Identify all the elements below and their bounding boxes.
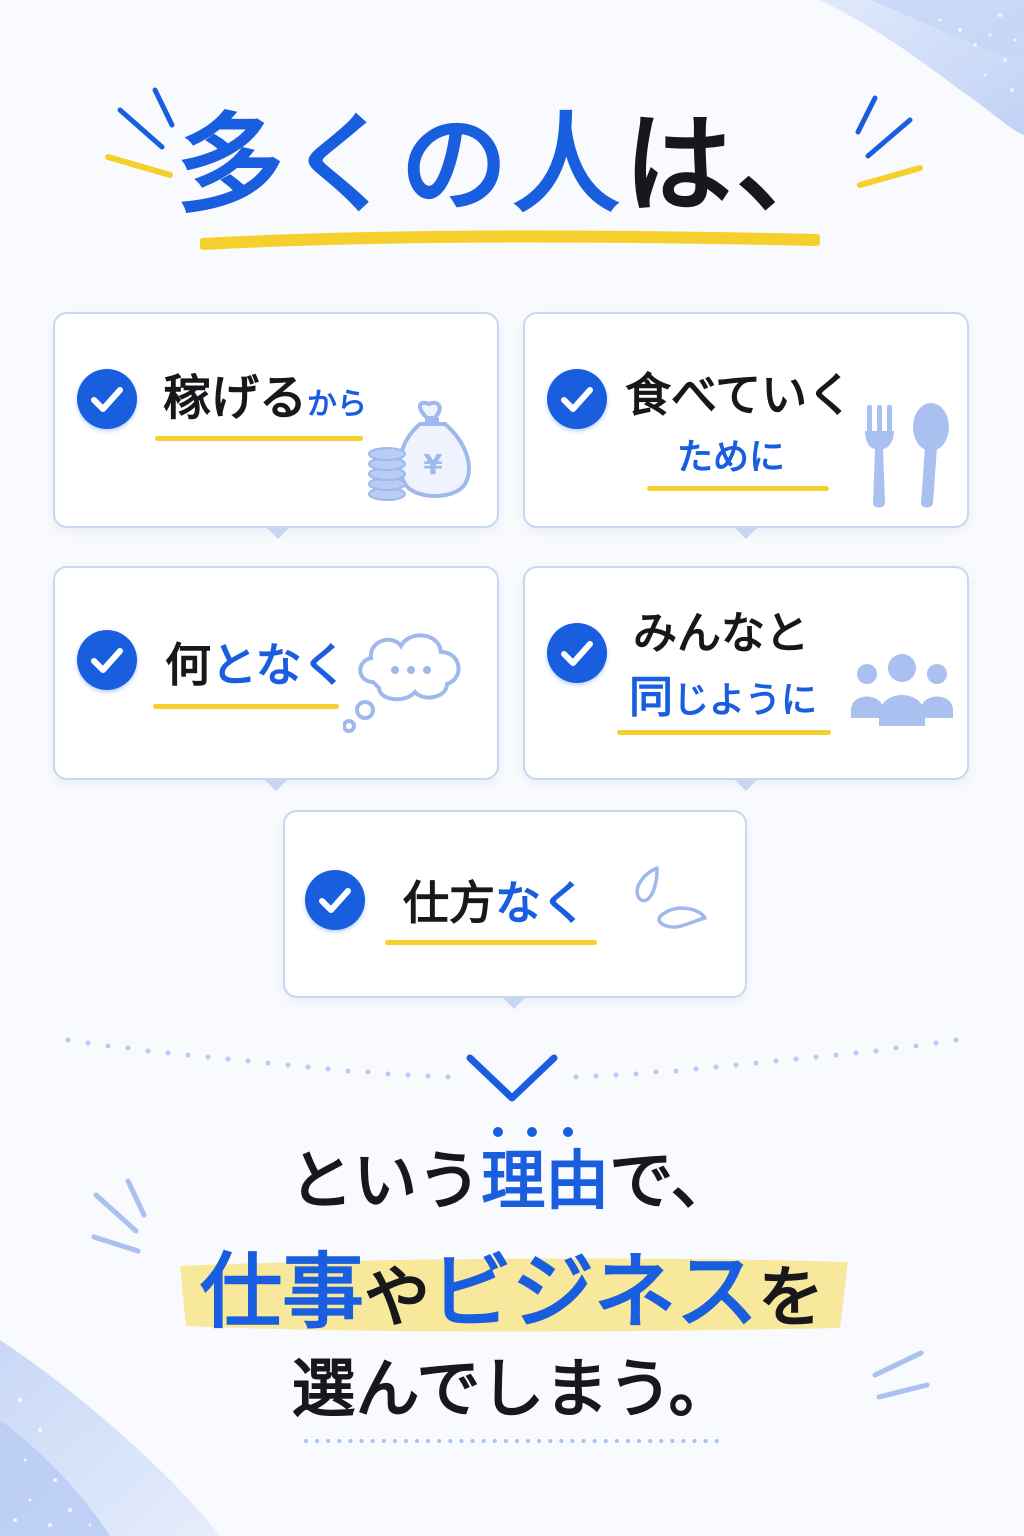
reason-text: 食べていく: [625, 368, 854, 422]
reason-underline: [153, 704, 339, 709]
check-icon: [547, 623, 607, 683]
money-bag-icon: ¥: [368, 400, 471, 501]
conclusion-line-3: 選んでしまう。: [291, 1352, 733, 1427]
reason-card-unavoidable: 仕方なく: [283, 810, 747, 1009]
check-icon: [547, 369, 607, 429]
reason-text: みんなと: [633, 608, 809, 659]
accent-strokes-right: [872, 1350, 930, 1400]
accent-strokes-left: [91, 1178, 147, 1254]
reason-underline: [155, 436, 363, 441]
chevron-down-icon: [466, 1054, 558, 1102]
headline-underline: [200, 230, 820, 250]
reason-underline: [647, 486, 829, 491]
check-icon: [77, 630, 137, 690]
headline-accent-left: [105, 87, 175, 178]
conclusion-highlight: [180, 1258, 848, 1332]
conclusion-dotted-underline: [304, 1439, 720, 1443]
headline-dark-text: は、: [624, 102, 849, 228]
check-icon: [305, 870, 365, 930]
section-divider: [65, 1037, 959, 1080]
reason-subtext: 同じように: [629, 672, 818, 723]
check-icon: [77, 369, 137, 429]
reason-underline: [385, 940, 597, 945]
conclusion-line-2: 仕事やビジネスを: [199, 1244, 825, 1340]
reason-text: 仕方なく: [403, 876, 587, 930]
fork-spoon-icon: [865, 403, 949, 508]
svg-text:¥: ¥: [423, 448, 443, 481]
reason-text: 何となく: [165, 638, 348, 692]
conclusion-line-1: という理由で、: [289, 1144, 735, 1219]
reason-card-same: みんなと 同じように: [523, 566, 969, 791]
reason-card-somehow: 何となく: [53, 566, 499, 791]
reason-card-earn: 稼げるから ¥: [53, 312, 499, 539]
reason-text: 稼げるから: [163, 370, 368, 426]
reason-subtext: ために: [677, 436, 786, 478]
reason-card-living: 食べていく ために: [523, 312, 969, 539]
headline: 多くの人は、: [0, 95, 1024, 235]
thought-bubble-icon: [343, 633, 461, 733]
drop-icon: [635, 866, 707, 929]
headline-accent-right: [855, 95, 923, 188]
headline-blue-text: 多くの人: [175, 102, 624, 228]
emphasis-dots: [493, 1127, 573, 1137]
people-icon: [851, 654, 953, 726]
reason-underline: [617, 730, 831, 735]
